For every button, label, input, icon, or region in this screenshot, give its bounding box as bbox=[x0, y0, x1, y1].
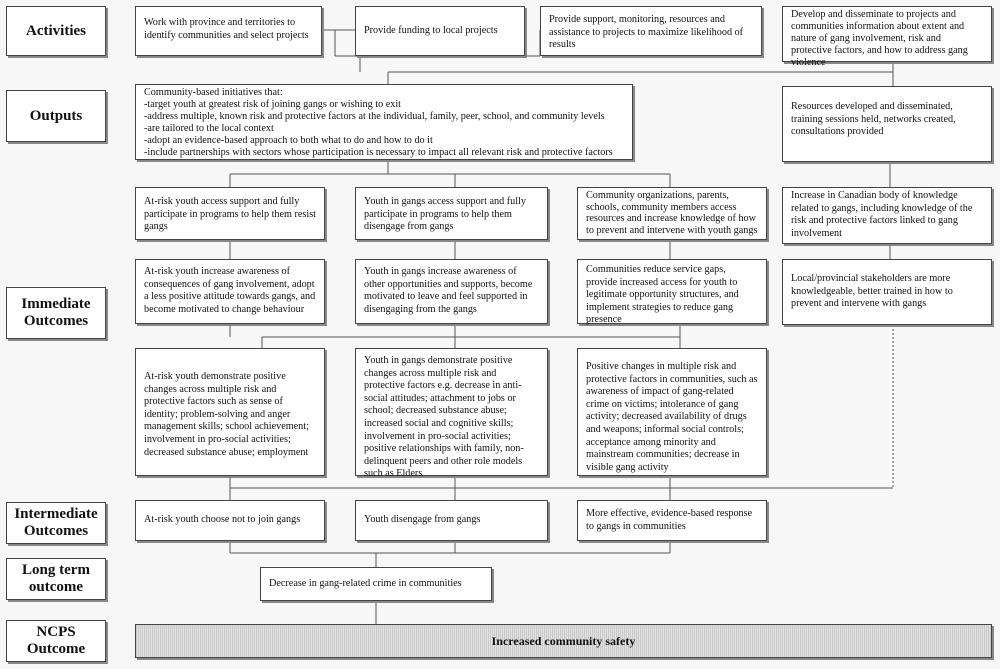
intermediate-effective-response: More effective, evidence-based response … bbox=[577, 500, 767, 541]
immediate-r3-communities: Positive changes in multiple risk and pr… bbox=[577, 348, 767, 476]
immediate-r2-stakeholders: Local/provincial stakeholders are more k… bbox=[782, 259, 992, 325]
immediate-r2-communities: Communities reduce service gaps, provide… bbox=[577, 259, 767, 325]
immediate-r1-at-risk-youth: At-risk youth access support and fully p… bbox=[135, 187, 325, 240]
immediate-r2-youth-in-gangs: Youth in gangs increase awareness of oth… bbox=[355, 259, 548, 324]
intermediate-youth-disengage: Youth disengage from gangs bbox=[355, 500, 548, 541]
label-long-term-outcome: Long term outcome bbox=[6, 558, 106, 600]
label-ncps-outcome: NCPS Outcome bbox=[6, 620, 106, 662]
immediate-r2-at-risk-youth: At-risk youth increase awareness of cons… bbox=[135, 259, 325, 324]
immediate-r3-youth-in-gangs: Youth in gangs demonstrate positive chan… bbox=[355, 348, 548, 479]
activity-select-projects: Work with province and territories to id… bbox=[135, 6, 322, 56]
label-activities: Activities bbox=[6, 6, 106, 56]
activity-support-monitoring: Provide support, monitoring, resources a… bbox=[540, 6, 762, 56]
output-resources-developed: Resources developed and disseminated, tr… bbox=[782, 86, 992, 162]
label-intermediate-outcomes: Intermediate Outcomes bbox=[6, 502, 106, 544]
immediate-r1-community-organizations: Community organizations, parents, school… bbox=[577, 187, 767, 240]
long-term-decrease-crime: Decrease in gang-related crime in commun… bbox=[260, 567, 492, 601]
immediate-r3-at-risk-youth: At-risk youth demonstrate positive chang… bbox=[135, 348, 325, 476]
label-outputs: Outputs bbox=[6, 90, 106, 142]
label-immediate-outcomes: Immediate Outcomes bbox=[6, 287, 106, 339]
immediate-r1-youth-in-gangs: Youth in gangs access support and fully … bbox=[355, 187, 548, 240]
ncps-increased-community-safety: Increased community safety bbox=[135, 624, 992, 658]
immediate-r1-knowledge: Increase in Canadian body of knowledge r… bbox=[782, 187, 992, 244]
activity-provide-funding: Provide funding to local projects bbox=[355, 6, 525, 56]
activity-disseminate-information: Develop and disseminate to projects and … bbox=[782, 6, 992, 68]
output-community-initiatives: Community-based initiatives that: -targe… bbox=[135, 84, 633, 160]
intermediate-at-risk-youth: At-risk youth choose not to join gangs bbox=[135, 500, 325, 541]
